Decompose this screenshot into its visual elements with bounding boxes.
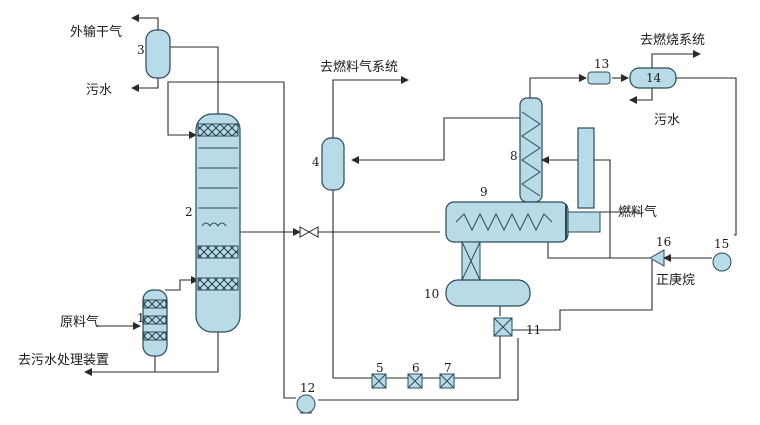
flash-gas-line: [332, 76, 409, 138]
raw-gas-label: 原料气: [60, 314, 99, 330]
dry-gas-outlet-line: [131, 14, 159, 30]
heat-exchanger-11: [493, 317, 513, 337]
tower-to-flash-line: [351, 117, 520, 164]
filter-7: [439, 373, 455, 389]
return-vertical-line: [283, 82, 296, 399]
column-bottom-line: [155, 330, 219, 373]
heptane-pump-16: [648, 249, 665, 267]
dry-gas-separator-3: [145, 29, 171, 79]
to-combustion-system-label: 去燃烧系统: [640, 32, 705, 48]
equipment-number-3: 3: [137, 43, 145, 57]
equipment-number-9: 9: [480, 185, 488, 199]
equipment-number-13: 13: [594, 57, 609, 71]
equipment-number-6: 6: [412, 361, 420, 375]
to-combustion-line: [651, 50, 701, 68]
equipment-number-2: 2: [185, 205, 193, 219]
equipment-number-7: 7: [444, 361, 452, 375]
equipment-number-16: 16: [656, 235, 671, 249]
to-fuel-gas-system-label: 去燃料气系统: [320, 59, 398, 75]
equipment-number-15: 15: [714, 237, 729, 251]
absorption-column-2: [195, 113, 241, 333]
pump-15: [712, 252, 732, 272]
regen-to-exchanger-line: [510, 272, 653, 331]
wastewater-top-outlet-line: [131, 77, 159, 92]
to-wastewater-treatment-label: 去污水处理装置: [18, 353, 109, 368]
pump-to-regen-line: [318, 338, 519, 401]
equipment-number-8: 8: [510, 149, 518, 163]
filter-5: [371, 373, 387, 389]
fuel-gas-label: 燃料气: [618, 204, 657, 220]
equipment-numbers: 1 2 3 4 5 6 7 8 9 10 11 12 13 14 15 16: [137, 43, 729, 395]
separator-14: [629, 67, 677, 89]
control-valve: [299, 226, 319, 238]
pump-12: [296, 394, 316, 414]
equipment-number-11: 11: [526, 323, 541, 337]
exchanger-to-tower-line: [541, 156, 611, 258]
external-dry-gas-label: 外输干气: [70, 24, 122, 40]
chimney-stack: [577, 127, 595, 209]
column-top-line: [165, 46, 219, 114]
n-heptane-label: 正庚烷: [656, 272, 695, 288]
separator-to-column-line: [165, 276, 199, 291]
filter-6: [407, 373, 423, 389]
flash-drum-4: [321, 137, 345, 191]
equipment-number-12: 12: [300, 381, 315, 395]
equipment-number-1: 1: [137, 311, 145, 325]
lean-solvent-return-line: [167, 81, 284, 139]
equipment-number-4: 4: [312, 155, 320, 169]
tower-top-line: [529, 74, 587, 98]
still-tower-8: [519, 97, 543, 203]
equipment-number-5: 5: [376, 361, 384, 375]
equipment-number-10: 10: [424, 287, 439, 301]
waste-water-right-label: 污水: [654, 113, 680, 128]
separator-wastewater-line: [629, 88, 653, 104]
surge-drum-10: [445, 279, 531, 307]
stream-labels: 外输干气 污水 去燃料气系统 原料气 去污水处理装置 去燃烧系统 污水 燃料气 …: [18, 24, 705, 368]
waste-water-top-label: 污水: [86, 83, 112, 98]
surge-column: [461, 241, 481, 281]
equipment-number-14: 14: [646, 71, 662, 85]
inlet-separator-1: [142, 289, 168, 357]
reboiler-9: [445, 201, 601, 243]
heptane-loop-line: [676, 77, 737, 236]
cooler-13: [587, 71, 611, 85]
